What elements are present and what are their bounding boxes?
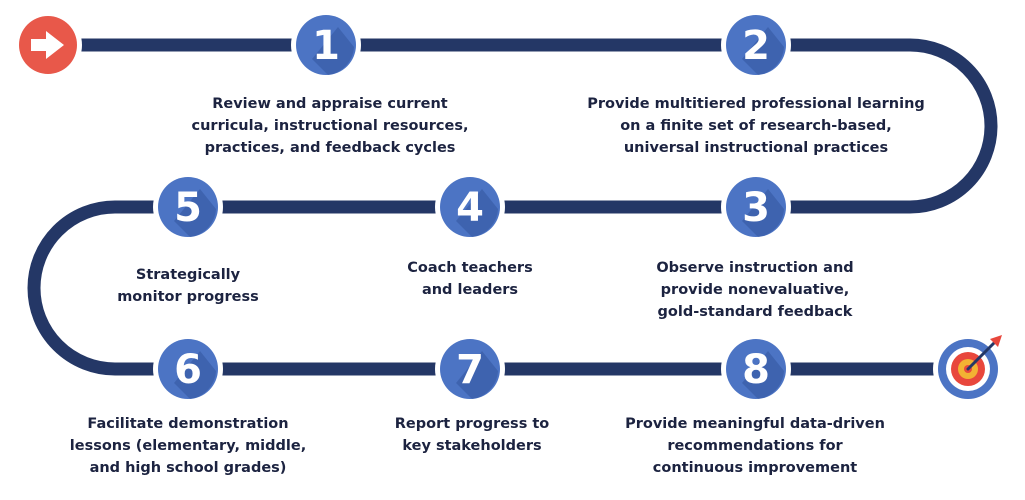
step-3-number: 3 — [742, 185, 770, 231]
step-1-caption-line-3: practices, and feedback cycles — [204, 140, 456, 156]
step-2-caption-line-1: Provide multitiered professional learnin… — [587, 96, 925, 112]
arrow-right-icon — [31, 31, 64, 59]
step-4-number: 4 — [456, 185, 484, 231]
step-3-caption-line-2: provide nonevaluative, — [660, 282, 850, 298]
target-icon — [933, 334, 1003, 404]
step-1-caption: Review and appraise current curricula, i… — [180, 93, 480, 159]
step-3-caption-line-1: Observe instruction and — [656, 260, 854, 276]
step-1-caption-line-1: Review and appraise current — [212, 96, 448, 112]
step-2-caption-line-3: universal instructional practices — [623, 140, 889, 156]
step-5-number: 5 — [174, 185, 202, 231]
step-4-caption-line-2: and leaders — [421, 282, 519, 298]
step-7-caption-line-2: key stakeholders — [402, 438, 542, 454]
step-8-caption-line-2: recommendations for — [667, 438, 843, 454]
step-marker-shadow — [456, 351, 498, 399]
step-8-number: 8 — [742, 347, 770, 393]
step-markers: 1 2 3 4 5 6 7 8 — [153, 10, 791, 404]
step-7-number: 7 — [456, 347, 484, 393]
step-5-caption-line-2: monitor progress — [117, 289, 259, 305]
step-3-caption: Observe instruction and provide nonevalu… — [620, 257, 890, 323]
step-7-caption: Report progress to key stakeholders — [372, 413, 572, 457]
step-marker-disc — [158, 177, 218, 237]
step-marker-disc — [726, 339, 786, 399]
step-8-caption: Provide meaningful data-driven recommend… — [610, 413, 900, 479]
step-4-marker: 4 — [435, 172, 505, 242]
step-6-marker: 6 — [153, 334, 223, 404]
step-marker-shadow — [742, 351, 784, 399]
step-2-marker: 2 — [721, 10, 791, 80]
step-marker-shadow — [456, 189, 498, 237]
step-marker-shadow — [174, 189, 216, 237]
step-4-caption: Coach teachers and leaders — [370, 257, 570, 301]
step-marker-disc — [440, 177, 500, 237]
step-8-caption-line-3: continuous improvement — [652, 460, 858, 476]
step-2-number: 2 — [742, 23, 770, 69]
step-marker-shadow — [312, 27, 354, 75]
step-3-caption-line-3: gold-standard feedback — [657, 304, 853, 320]
step-6-caption-line-2: lessons (elementary, middle, — [69, 438, 307, 454]
step-3-marker: 3 — [721, 172, 791, 242]
step-8-caption-line-1: Provide meaningful data-driven — [625, 416, 885, 432]
step-marker-shadow — [174, 351, 216, 399]
step-marker-disc — [158, 339, 218, 399]
step-marker-shadow — [742, 27, 784, 75]
step-4-caption-line-1: Coach teachers — [407, 260, 533, 276]
road-path — [27, 38, 998, 376]
step-2-caption: Provide multitiered professional learnin… — [576, 93, 936, 159]
step-marker-disc — [726, 15, 786, 75]
step-6-caption-line-1: Facilitate demonstration — [87, 416, 289, 432]
step-marker-disc — [726, 177, 786, 237]
step-6-caption: Facilitate demonstration lessons (elemen… — [58, 413, 318, 479]
start-marker — [14, 11, 82, 79]
step-1-number: 1 — [312, 23, 340, 69]
step-6-caption-line-3: and high school grades) — [89, 460, 287, 476]
step-1-caption-line-2: curricula, instructional resources, — [191, 118, 469, 134]
step-1-marker: 1 — [291, 10, 361, 80]
step-5-caption-line-1: Strategically — [135, 267, 241, 283]
step-6-number: 6 — [174, 347, 202, 393]
step-5-caption: Strategically monitor progress — [98, 264, 278, 308]
dart-flight — [990, 335, 1002, 347]
step-marker-disc — [440, 339, 500, 399]
step-7-marker: 7 — [435, 334, 505, 404]
dart-shaft — [966, 339, 998, 371]
step-8-marker: 8 — [721, 334, 791, 404]
step-2-caption-line-2: on a finite set of research-based, — [620, 118, 892, 134]
step-5-marker: 5 — [153, 172, 223, 242]
step-marker-shadow — [742, 189, 784, 237]
step-7-caption-line-1: Report progress to — [394, 416, 550, 432]
step-marker-disc — [296, 15, 356, 75]
